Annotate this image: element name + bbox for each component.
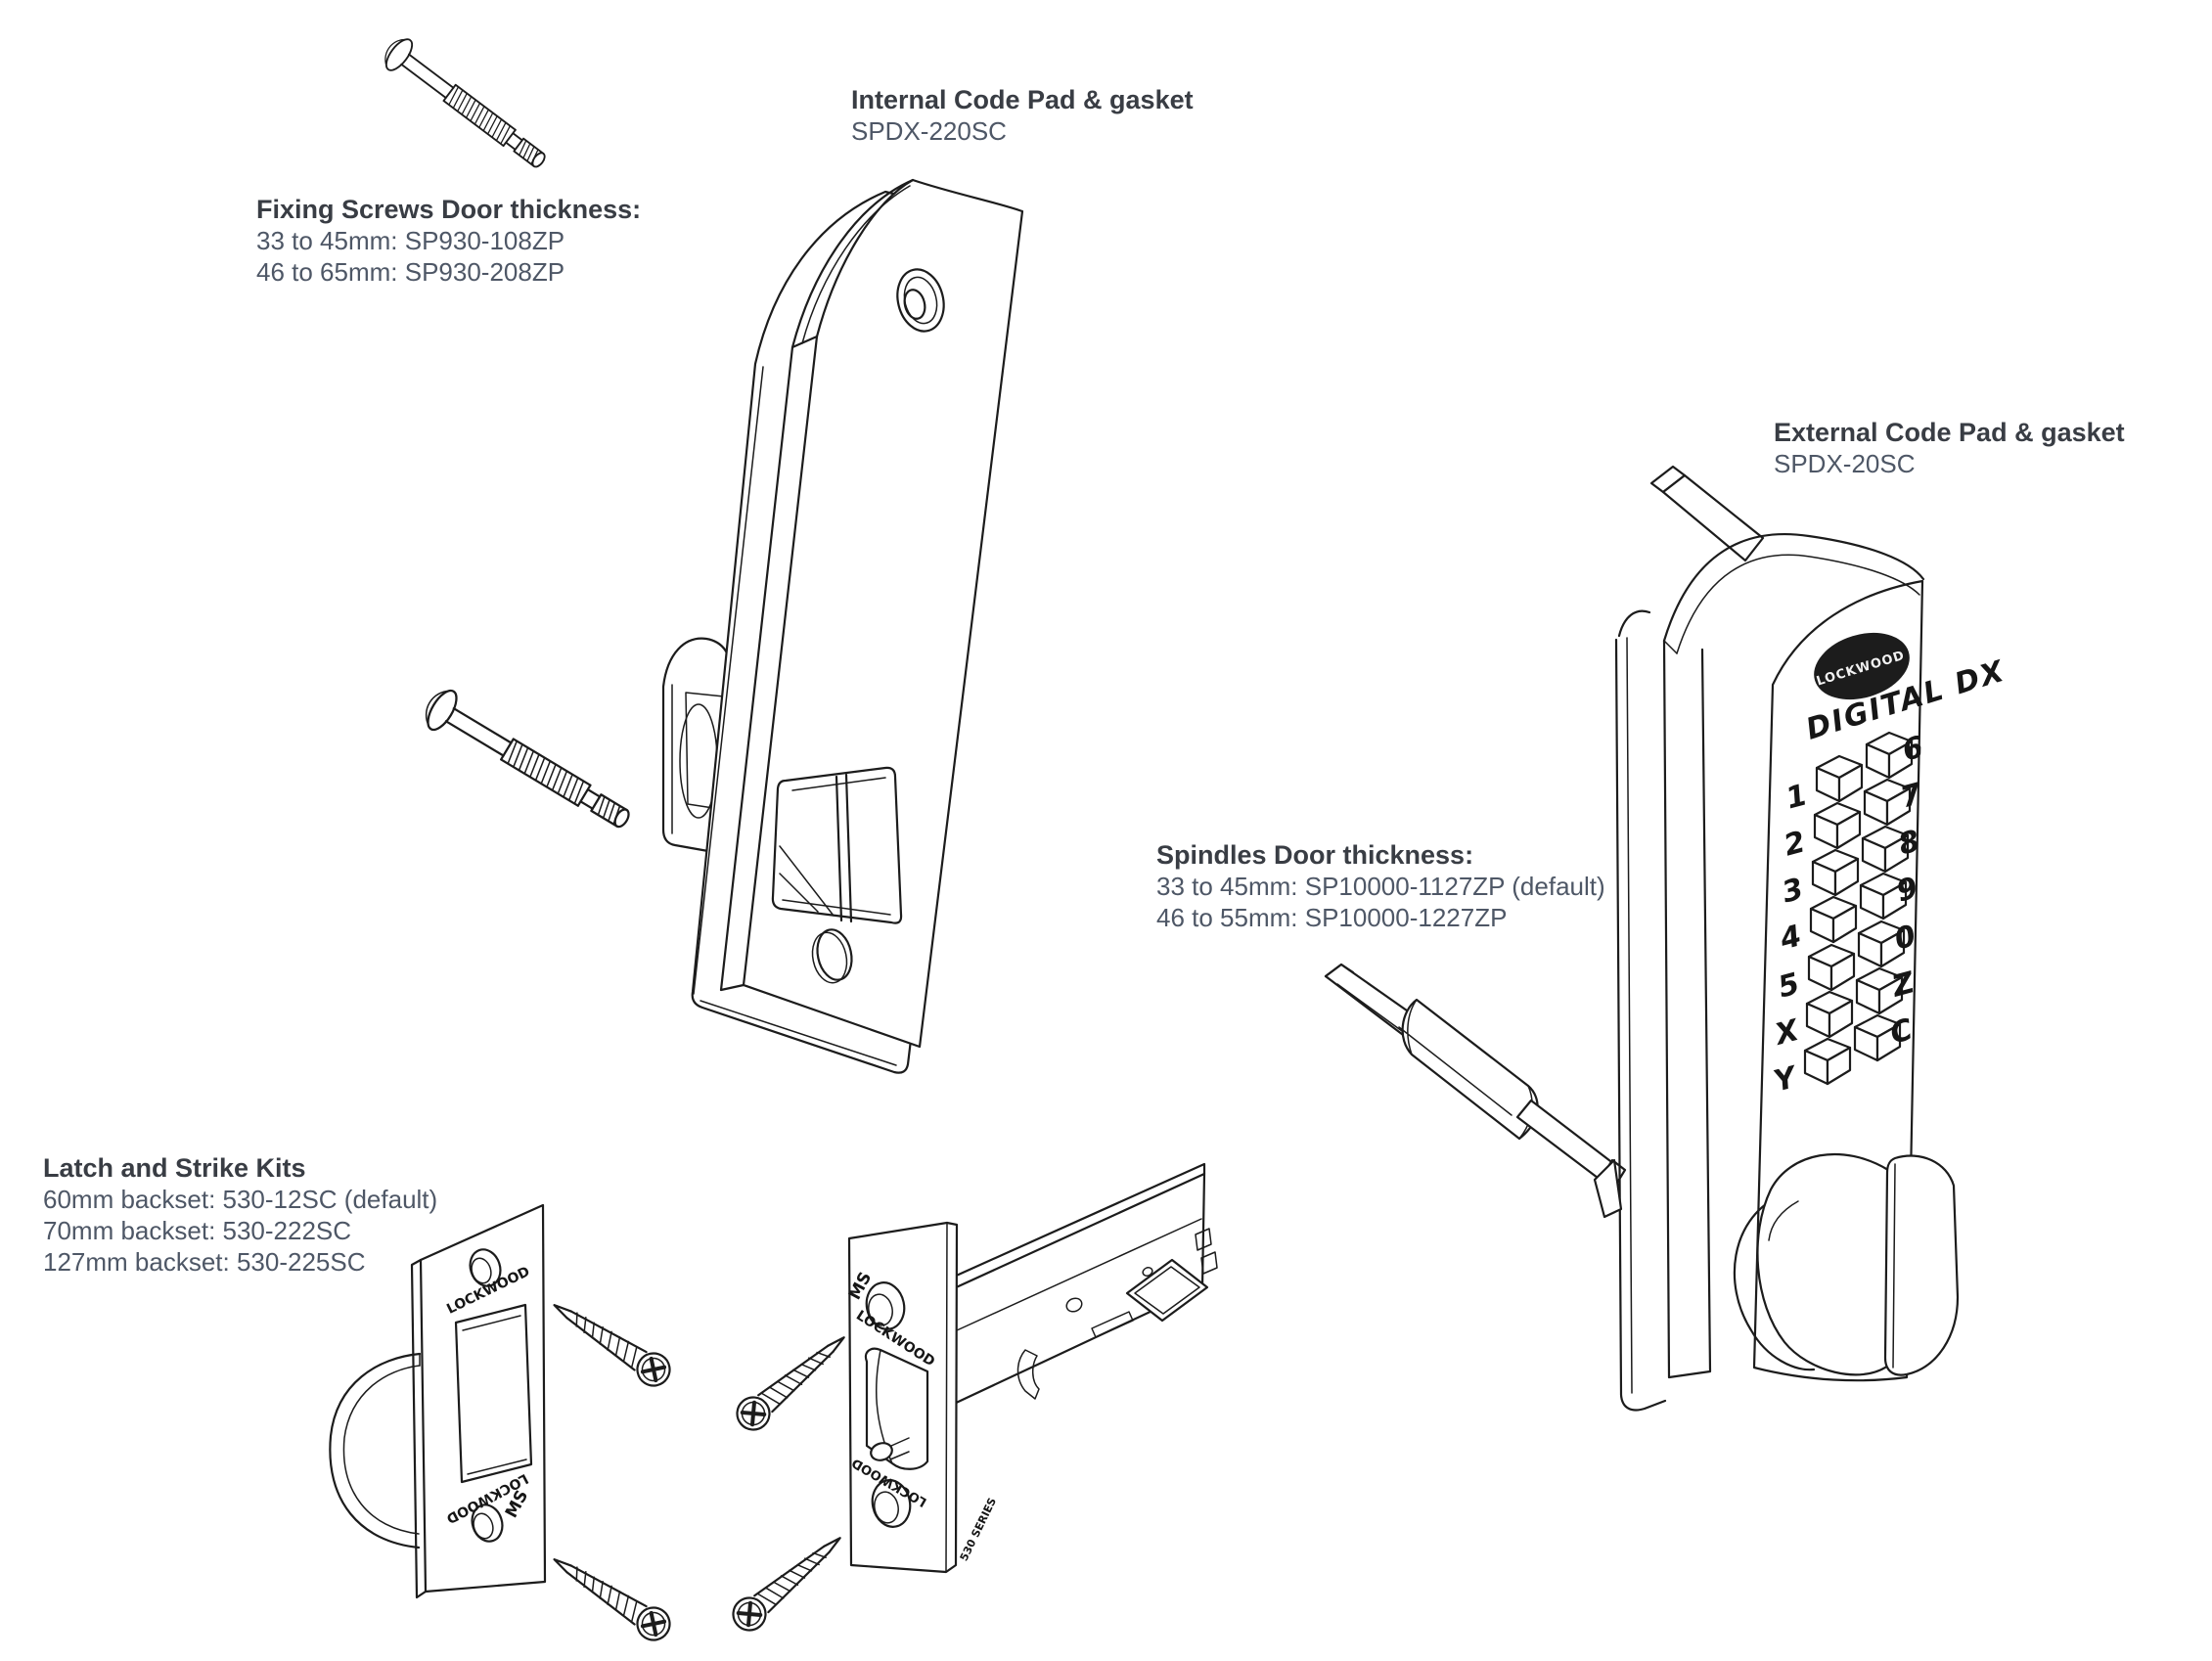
external-code-pad-note: External Code Pad & gasket SPDX-20SC <box>1774 417 2125 479</box>
latch-screw-top <box>728 1323 857 1439</box>
latch-screw-bottom <box>724 1523 853 1639</box>
latch-strike-line: 127mm backset: 530-225SC <box>43 1247 366 1277</box>
fixing-screw-top-drawing <box>377 31 555 179</box>
external-code-pad-drawing: LOCKWOOD DIGITAL DX <box>1593 465 2009 1412</box>
latch-strike-line: 70mm backset: 530-222SC <box>43 1216 352 1245</box>
spindles-note: Spindles Door thickness: 33 to 45mm: SP1… <box>1156 839 1605 933</box>
latch-strike-title: Latch and Strike Kits <box>43 1153 306 1183</box>
lockwood-logo-oval <box>1814 632 1910 700</box>
internal-code-pad-part: SPDX-220SC <box>851 116 1007 146</box>
internal-code-pad-drawing <box>691 178 1024 1074</box>
spindles-line: 33 to 45mm: SP10000-1127ZP (default) <box>1156 872 1605 901</box>
latch-strike-line: 60mm backset: 530-12SC (default) <box>43 1185 438 1214</box>
internal-code-pad-note: Internal Code Pad & gasket SPDX-220SC <box>851 84 1194 147</box>
latch-strike-note: Latch and Strike Kits 60mm backset: 530-… <box>43 1152 437 1278</box>
latch-series-text: 530 SERIES <box>958 1496 1000 1563</box>
strike-screw-top <box>543 1289 678 1394</box>
turn-knob-drawing <box>1756 1152 1960 1376</box>
fixing-screws-line: 33 to 45mm: SP930-108ZP <box>256 226 565 255</box>
fixing-screw-middle-drawing <box>417 682 640 841</box>
internal-code-pad-title: Internal Code Pad & gasket <box>851 85 1194 114</box>
fixing-screws-note: Fixing Screws Door thickness: 33 to 45mm… <box>256 194 641 288</box>
spindles-title: Spindles Door thickness: <box>1156 840 1474 870</box>
latch-drawing: MS LOCKWOOD LOCKWOOD 530 SERIES <box>724 1162 1218 1639</box>
strike-plate-drawing: LOCKWOOD LOCKWOOD MS <box>329 1203 678 1648</box>
external-code-pad-title: External Code Pad & gasket <box>1774 418 2125 447</box>
strike-screw-bottom <box>543 1544 678 1648</box>
fixing-screws-title: Fixing Screws Door thickness: <box>256 195 642 224</box>
spindle-drawing <box>1324 963 1627 1185</box>
external-code-pad-part: SPDX-20SC <box>1774 449 1916 478</box>
fixing-screws-line: 46 to 65mm: SP930-208ZP <box>256 257 565 287</box>
spindles-line: 46 to 55mm: SP10000-1227ZP <box>1156 903 1508 932</box>
